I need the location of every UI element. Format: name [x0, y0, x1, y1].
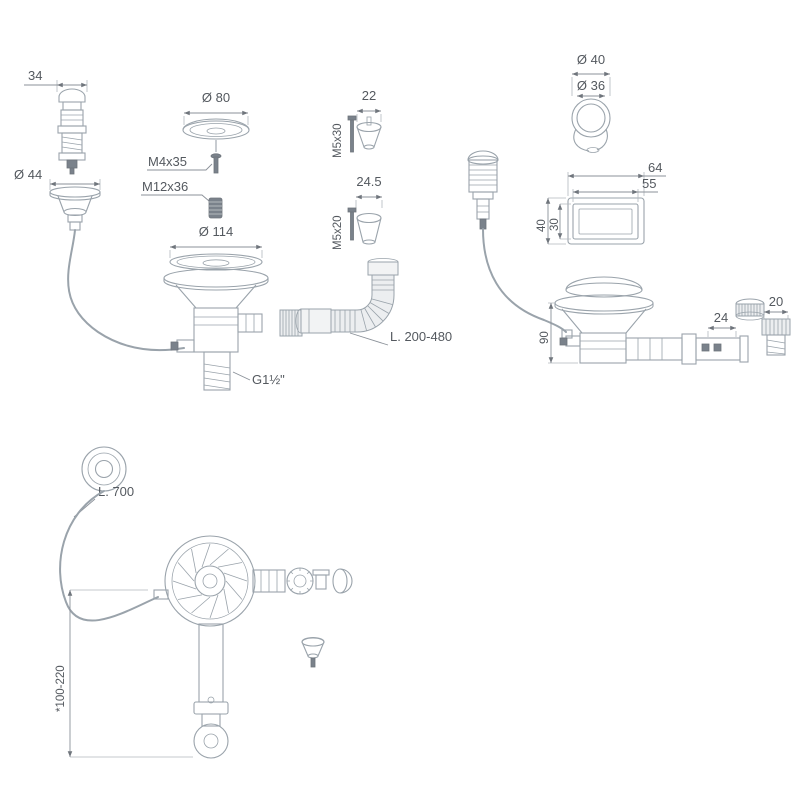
cable-assembled: [59, 490, 159, 622]
pull-knob: [467, 150, 573, 339]
height-range-label: *100-220: [55, 665, 67, 712]
side-outlet: [237, 313, 263, 333]
dim-64-label: 64: [648, 160, 662, 175]
control-cable-left: [67, 229, 185, 352]
dim-20-label: 20: [769, 294, 783, 309]
overflow-fixing-screws: 22 M5x30 24.5 M5x20: [332, 88, 383, 250]
m5x30-label: M5x30: [332, 123, 344, 158]
overflow-cover: 64 55 40 30: [536, 160, 666, 245]
dia-44-label: Ø 44: [14, 167, 42, 182]
dim-30-label: 30: [549, 218, 561, 231]
cable-plug-part: Ø 44: [14, 167, 185, 352]
strainer-top-view: [164, 535, 256, 627]
m5x20-label: M5x20: [332, 215, 344, 250]
dim-55-label: 55: [642, 176, 656, 191]
dim-90-label: 90: [539, 331, 551, 344]
dia-80-label: Ø 80: [202, 90, 230, 105]
knurled-wheel: [286, 567, 314, 595]
overflow-rosette-side: [301, 636, 325, 668]
control-cable-right: [482, 228, 567, 333]
m12x36-label: M12x36: [142, 179, 188, 194]
dim-24-5-label: 24.5: [356, 174, 381, 189]
strainer-side-view: 90 24 20: [539, 276, 791, 365]
tailpipe-assembled: [193, 623, 229, 759]
corrugated-hose: L. 200-480: [295, 258, 452, 346]
hose-cuff: [367, 261, 399, 276]
outlet-adapter: [761, 318, 791, 356]
dia-114-label: Ø 114: [199, 224, 233, 239]
push-button-front-view: 34: [24, 68, 88, 175]
dim-34-label: 34: [28, 68, 42, 83]
dim-40-label: 40: [536, 219, 548, 232]
m4x35-label: M4x35: [148, 154, 187, 169]
hose-length-label: L. 200-480: [390, 329, 452, 344]
cable-length-label: L. 700: [98, 484, 134, 499]
hose-connector: [300, 308, 332, 334]
dim-24-label: 24: [714, 310, 728, 325]
overflow-elbow: Ø 40 Ø 36: [571, 52, 611, 153]
thread-g112-label: G1½": [252, 372, 285, 387]
assembled-view: L. 700: [55, 446, 353, 759]
dim-22-label: 22: [362, 88, 376, 103]
dia-40-label: Ø 40: [577, 52, 605, 67]
dia-36-label: Ø 36: [577, 78, 605, 93]
